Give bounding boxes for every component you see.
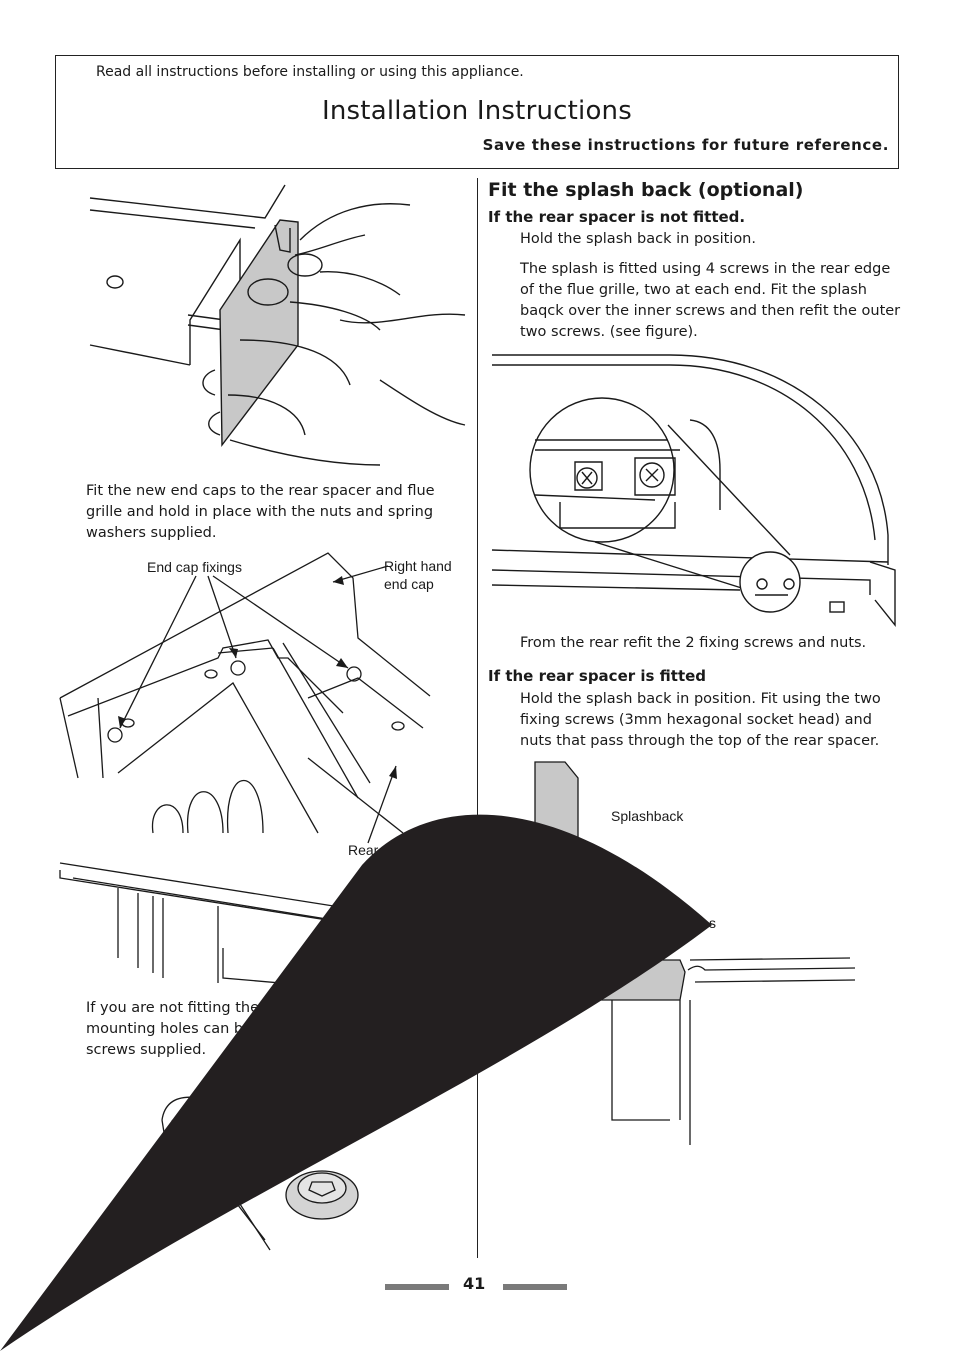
footer-bar-right — [503, 1284, 567, 1290]
hold-splashback-text: Hold the splash back in position. — [520, 231, 756, 247]
page-number: 41 — [463, 1274, 486, 1293]
read-instructions-note: Read all instructions before installing … — [96, 64, 524, 80]
rear-spacer-illustration — [59, 862, 379, 989]
save-instructions-note: Save these instructions for future refer… — [482, 136, 889, 154]
end-cap-fixings-illustration — [59, 552, 431, 844]
header-box: Read all instructions before installing … — [55, 55, 899, 169]
splashback-heading: Fit the splash back (optional) — [488, 179, 804, 201]
refit-screws-text: From the rear refit the 2 fixing screws … — [520, 635, 867, 651]
rear-spacer-not-fitted-heading: If the rear spacer is not fitted. — [488, 208, 746, 226]
rear-spacer-fitted-heading: If the rear spacer is fitted — [488, 667, 707, 685]
not-fitting-splashback-text: If you are not fitting the spla mounting… — [86, 1000, 294, 1058]
end-caps-instruction: Fit the new end caps to the rear spacer … — [86, 483, 435, 541]
rear-spacer-fitted-text: Hold the splash back in position. Fit us… — [520, 691, 881, 749]
column-divider — [477, 178, 478, 1258]
end-cap-hand-illustration — [89, 184, 466, 466]
screws-label-fragment: s — [709, 915, 716, 931]
splashback-label: Splashback — [611, 808, 684, 824]
splashback-screws-text: The splash is fitted using 4 screws in t… — [520, 261, 901, 340]
page-title: Installation Instructions — [322, 96, 632, 126]
footer-bar-left — [385, 1284, 449, 1290]
right-hand-end-cap-label: Right hand end cap — [384, 558, 452, 592]
flue-grille-detail-illustration — [491, 354, 896, 627]
end-cap-fixings-label: End cap fixings — [147, 559, 242, 575]
